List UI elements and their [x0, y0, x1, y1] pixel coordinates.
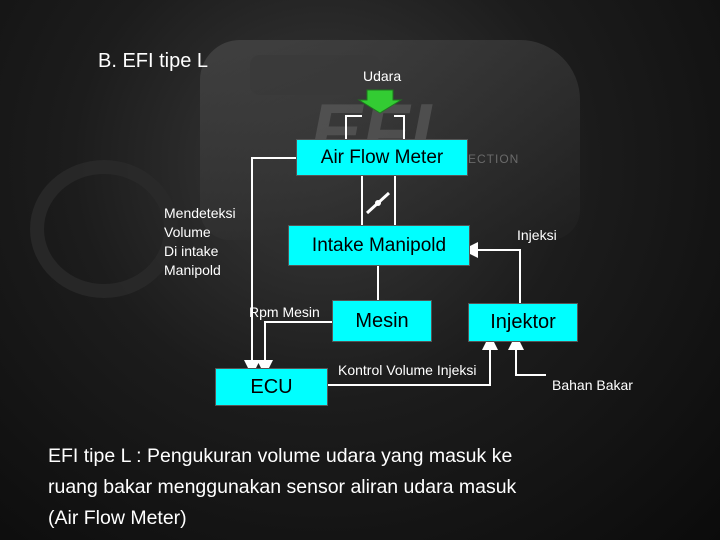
engine-intake-shape — [250, 55, 380, 95]
kontrol-volume-label: Kontrol Volume Injeksi — [338, 362, 477, 378]
slide-title: B. EFI tipe L — [98, 50, 209, 72]
bahan-bakar-label: Bahan Bakar — [552, 377, 633, 393]
description-line-1: EFI tipe L : Pengukuran volume udara yan… — [48, 445, 513, 467]
description-line-3: (Air Flow Meter) — [48, 507, 187, 529]
injeksi-line — [462, 242, 521, 303]
description-line-2: ruang bakar menggunakan sensor aliran ud… — [48, 476, 517, 498]
bahan-bakar-line — [508, 334, 546, 376]
background-injection-text: ECTION — [468, 152, 520, 166]
mendeteksi-line-4: Manipold — [164, 262, 221, 278]
intake-manipold-box: Intake Manipold — [288, 225, 470, 266]
mesin-box: Mesin — [332, 300, 432, 342]
rpm-mesin-label: Rpm Mesin — [249, 304, 320, 320]
mendeteksi-line-1: Mendeteksi — [164, 205, 236, 221]
udara-line-right — [394, 115, 405, 140]
air-flow-meter-box: Air Flow Meter — [296, 139, 468, 176]
udara-line-left — [345, 115, 362, 140]
ecu-box: ECU — [215, 368, 328, 406]
air-intake-arrow — [357, 89, 403, 114]
udara-label: Udara — [363, 68, 402, 84]
afm-to-ecu-line — [244, 157, 296, 376]
mendeteksi-line-2: Volume — [164, 224, 211, 240]
injektor-box: Injektor — [468, 303, 578, 342]
rpm-to-ecu-line — [257, 321, 332, 376]
mendeteksi-line-3: Di intake — [164, 243, 219, 259]
kontrol-line — [328, 334, 498, 386]
injeksi-label: Injeksi — [517, 227, 557, 243]
